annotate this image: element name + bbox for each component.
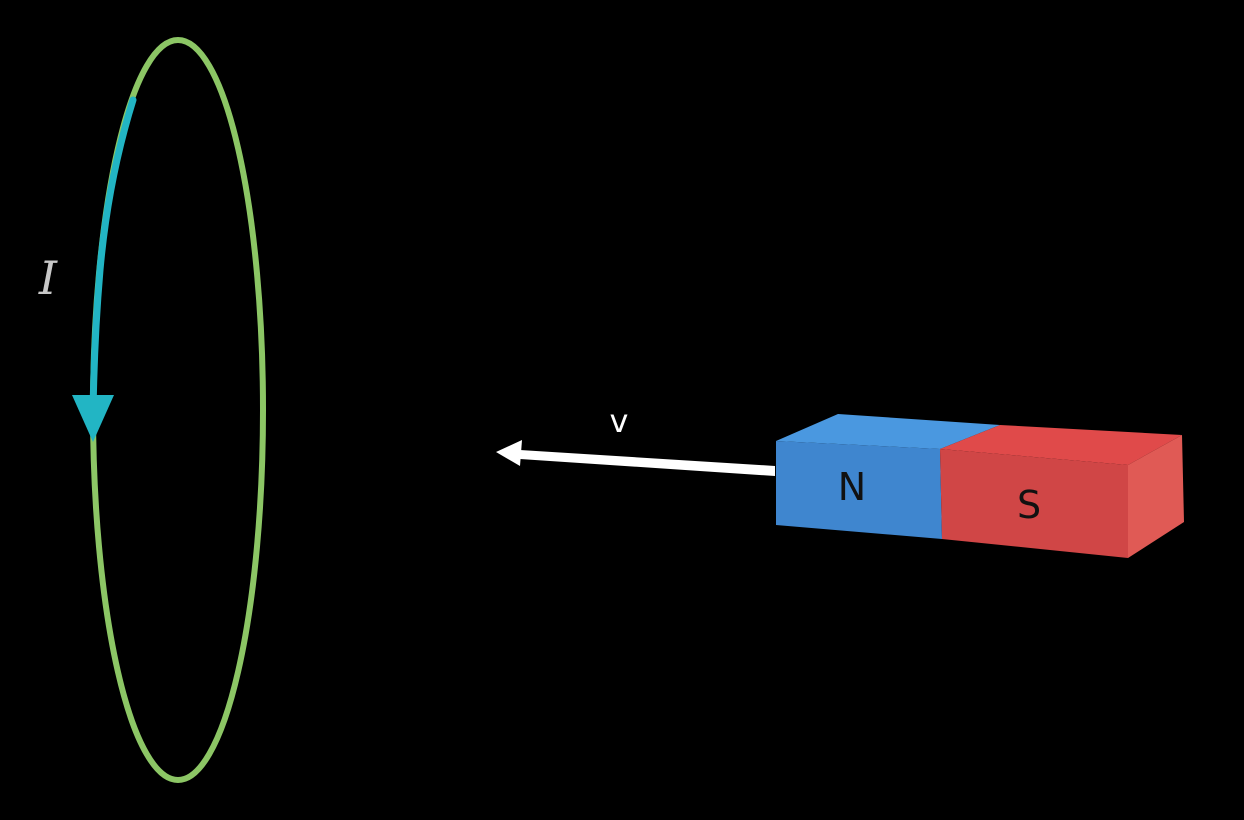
current-label: I — [38, 251, 58, 305]
current-arrowhead-icon — [72, 395, 114, 442]
south-pole-top-face — [940, 425, 1182, 465]
south-pole-front-face — [940, 449, 1128, 558]
south-pole-side-face — [1128, 435, 1184, 558]
north-pole-top-face — [776, 414, 1000, 449]
current-direction-arc — [89, 96, 137, 419]
north-pole-front-face — [776, 441, 942, 539]
south-pole-label: S — [1017, 483, 1041, 527]
bar-magnet: N S — [776, 414, 1184, 558]
velocity-arrow-shaft — [520, 450, 775, 476]
north-pole-label: N — [838, 465, 866, 509]
velocity-arrowhead-icon — [496, 440, 522, 466]
velocity-label: v — [610, 402, 629, 440]
